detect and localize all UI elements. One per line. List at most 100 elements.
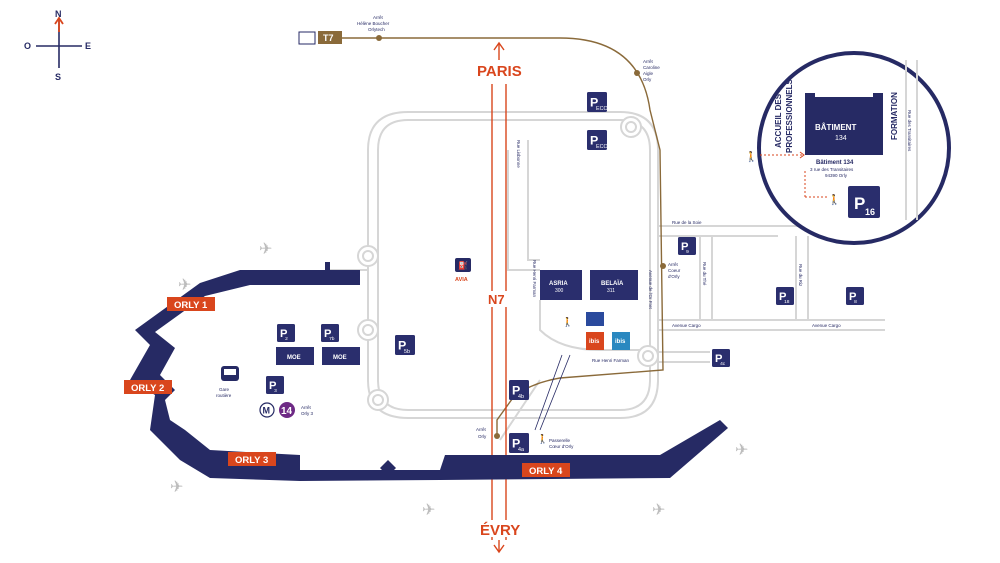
metro-icon xyxy=(259,402,275,418)
rue-riz-label: Rue du Riz xyxy=(798,264,803,287)
road-labels: Rue de la Soie Avenue Cargo Avenue Cargo… xyxy=(516,140,841,363)
orly3-label: ORLY 3 xyxy=(235,455,268,466)
tram-stop-1-label: Arrêt Hélène Boucher Orlytech xyxy=(357,15,391,32)
rue-henri-label: Rue Henri Farman xyxy=(592,358,630,363)
arret-coeur-3: d'Orly xyxy=(668,274,680,279)
parking-4b-number: 4b xyxy=(518,394,524,400)
compass: N S E O xyxy=(24,9,91,82)
ibis-label-2: ibis xyxy=(615,339,626,345)
compass-o: O xyxy=(24,41,31,51)
parking-7b-number: 7b xyxy=(329,336,335,342)
rue-transitaires-label: Rue des Transitaires xyxy=(907,110,912,152)
belaia-number: 311 xyxy=(607,288,615,294)
parking-4a-label: P xyxy=(512,436,520,450)
fuel-pump-icon: ⛽ xyxy=(458,260,468,270)
parking-4c-number: 4c xyxy=(720,361,726,367)
tram-line-badge xyxy=(318,31,342,44)
moe-building-1 xyxy=(276,347,314,365)
parking-4c-label: P xyxy=(715,353,723,365)
orly1-label: ORLY 1 xyxy=(174,300,208,311)
orly4-label: ORLY 4 xyxy=(529,466,563,477)
orly1-badge xyxy=(167,297,215,311)
plane-icon: ✈ xyxy=(652,502,665,519)
parking-eco2-icon xyxy=(587,130,607,150)
parking-4a-number: 4a xyxy=(518,447,524,453)
batiment-134-building xyxy=(805,97,883,155)
metro-stop-1: Arrêt xyxy=(301,405,312,410)
passerelle-2: Cœur d'Orly xyxy=(549,444,574,449)
arret-coeur-2: Coeur xyxy=(668,268,681,273)
orly2-label: ORLY 2 xyxy=(131,383,164,394)
parking-5b-label: P xyxy=(398,338,406,352)
orly2-badge xyxy=(124,380,172,394)
paris-label: PARIS xyxy=(477,63,522,80)
inset-batiment-134: BÂTIMENT 134 Bâtiment 134 3 rue des Tran… xyxy=(745,51,951,245)
moe-building-2 xyxy=(322,347,360,365)
arret-orly-2: Orly xyxy=(478,434,487,439)
hotel-novotel xyxy=(586,312,604,326)
parking-2-icon xyxy=(277,324,295,342)
asria-number: 300 xyxy=(555,288,564,294)
address-3: 94390 Orly xyxy=(825,173,848,178)
tram-line-label: T7 xyxy=(323,33,334,43)
pedestrian-icon: 🚶 xyxy=(828,193,840,206)
bus-label-1: Gare xyxy=(219,387,230,392)
avia-station-icon xyxy=(455,258,471,272)
parking-eco2-label: P xyxy=(590,133,598,147)
parking-eco2-number: ECO2 xyxy=(596,144,611,150)
plane-icon: ✈ xyxy=(422,502,435,519)
plane-icons: ✈ ✈ ✈ ✈ ✈ ✈ xyxy=(170,241,748,519)
compass-n: N xyxy=(55,9,62,19)
avia-label: AVIA xyxy=(455,277,468,283)
metro-line-label: 14 xyxy=(281,406,293,417)
address-1: Bâtiment 134 xyxy=(816,160,854,166)
plane-icon: ✈ xyxy=(259,241,272,258)
arret-orly-1: Arrêt xyxy=(476,427,487,432)
parking-2-number: 2 xyxy=(285,336,288,342)
moe-label-1: MOE xyxy=(287,355,301,361)
parking-eco-number: ECO xyxy=(596,106,608,112)
parking-2-label: P xyxy=(280,328,288,340)
tram-icon xyxy=(298,31,316,45)
compass-e: E xyxy=(85,41,91,51)
parking-16-p: P xyxy=(854,194,865,213)
parking-3-number: 3 xyxy=(274,388,277,394)
parking-3-icon xyxy=(266,376,284,394)
transit: Gare routière M 14 Arrêt Orly 3 Arrêt Or… xyxy=(216,262,681,449)
parking-18-number: 18 xyxy=(784,299,790,305)
address-2: 3 rue des Transitaires xyxy=(810,167,854,172)
pedestrian-icon: 🚶 xyxy=(537,433,548,444)
belaia-building xyxy=(590,270,638,300)
rue-farman-v-label: Rue Henri Farman xyxy=(532,260,537,298)
ibis-label: ibis xyxy=(589,339,600,345)
avenue-cargo-right-label: Avenue Cargo xyxy=(812,323,841,328)
rue-lisbonne-label: Rue Lisbonne xyxy=(516,140,521,168)
hotel-ibis-2 xyxy=(612,332,630,350)
avenue-fret-label: Avenue de l'Or Fret xyxy=(648,270,653,310)
belaia-label: BELAÏA xyxy=(601,280,624,287)
batiment-label: BÂTIMENT xyxy=(815,123,856,132)
metro-stop-2: Orly 3 xyxy=(301,411,313,416)
rue-soie-label: Rue de la Soie xyxy=(672,220,702,225)
plane-icon: ✈ xyxy=(170,479,183,496)
terminal-labels: ORLY 1 ORLY 2 ORLY 3 ORLY 4 xyxy=(124,297,570,477)
n7-label: N7 xyxy=(488,292,505,307)
rue-the-label: Rue du Thé xyxy=(702,262,707,286)
parking-9-label: P xyxy=(681,241,689,253)
evry-label: ÉVRY xyxy=(480,522,520,539)
accueil-1: ACCUEIL DES xyxy=(774,93,783,148)
bus-label-2: routière xyxy=(216,393,232,398)
pedestrian-icon: 🚶 xyxy=(745,150,757,163)
hotel-ibis xyxy=(586,332,604,350)
asria-label: ASRIA xyxy=(549,281,568,287)
orly4-badge xyxy=(522,463,570,477)
metro-line-14-icon xyxy=(279,402,295,418)
parking-8-label: P xyxy=(849,291,857,303)
parking-4c-icon xyxy=(712,349,730,367)
parking-8-icon xyxy=(846,287,864,305)
parking-4a-icon xyxy=(509,433,529,453)
parking-16 xyxy=(848,186,880,218)
parking-eco-label: P xyxy=(590,95,598,109)
